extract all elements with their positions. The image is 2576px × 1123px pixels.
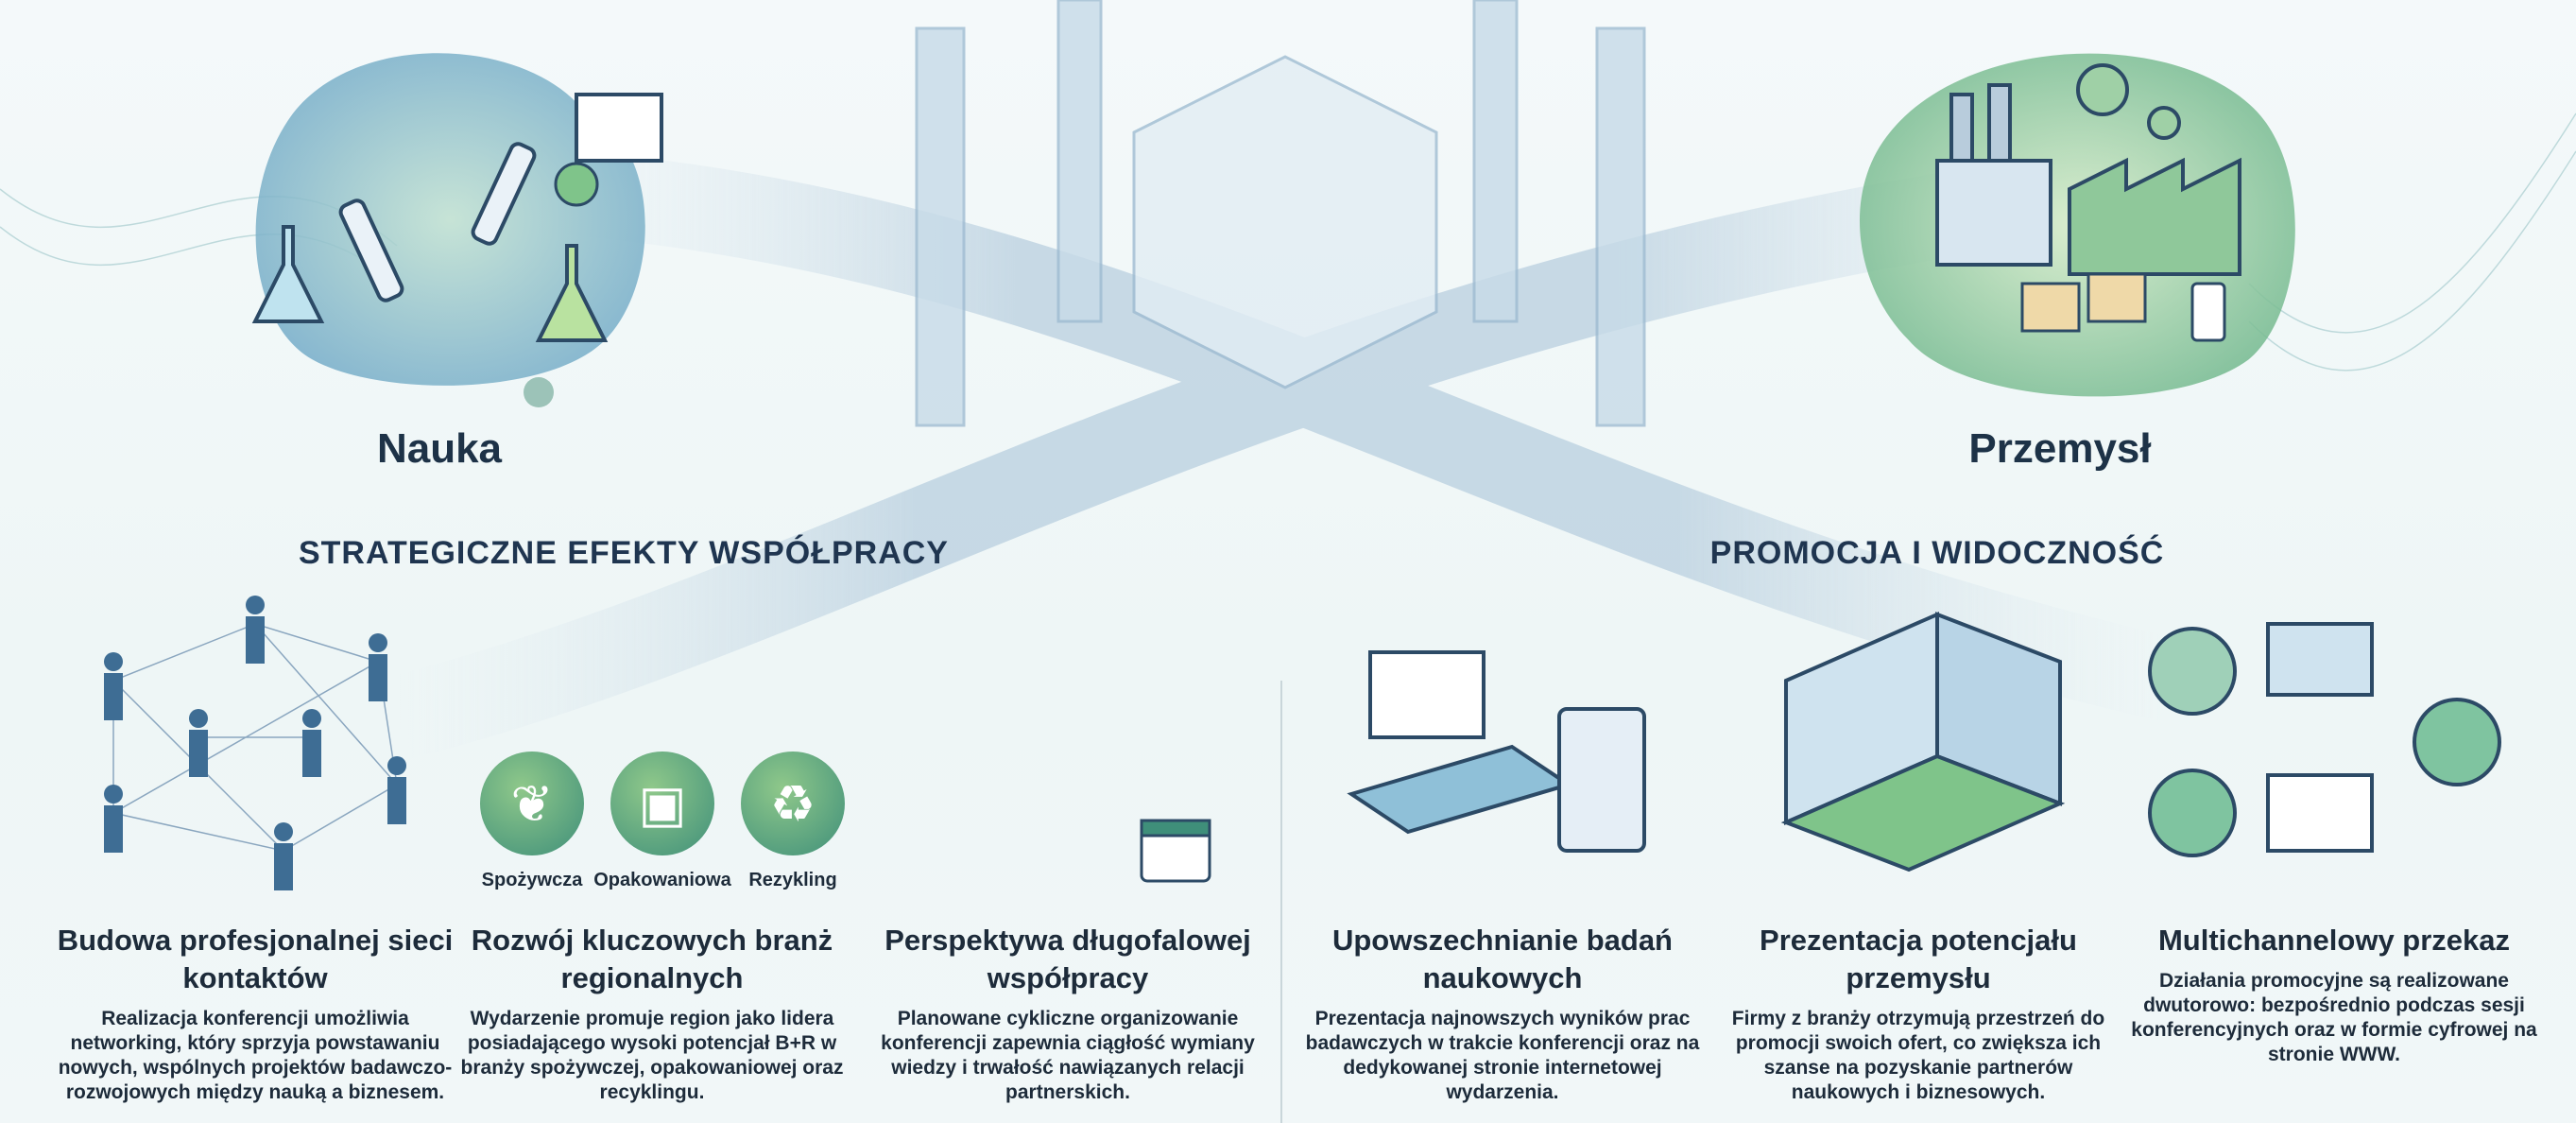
hub-label-nauka: Nauka — [376, 425, 503, 472]
industry-label: Rezykling — [748, 870, 837, 890]
benefit-text: Realizacja konferencji umożliwia network… — [58, 1008, 453, 1103]
science-blob-illustration — [251, 53, 663, 407]
benefit-industry-potential: Prezentacja potencjału przemysłu Firmy z… — [1710, 922, 2126, 1105]
benefit-title: Perspektywa długofalowej współpracy — [884, 924, 1251, 994]
industry-badge-food: ❦ — [480, 752, 584, 855]
benefit-text: Planowane cykliczne organizowanie konfer… — [881, 1008, 1255, 1103]
benefit-text: Prezentacja najnowszych wyników prac bad… — [1305, 1008, 1700, 1103]
network-people-illustration — [104, 596, 406, 890]
industry-badge-packaging: ▣ — [610, 752, 714, 855]
industry-showroom-illustration — [1780, 611, 2066, 872]
benefit-title: Multichannelowy przekaz — [2157, 924, 2511, 957]
benefit-regional-industries: Rozwój kluczowych branż regionalnych Wyd… — [444, 922, 860, 1105]
benefit-text: Firmy z branży otrzymują przestrzeń do p… — [1731, 1008, 2105, 1103]
section-heading-promotion: PROMOCJA I WIDOCZNOŚĆ — [1709, 535, 2165, 571]
industry-label: Spożywcza — [481, 870, 583, 890]
benefit-title: Rozwój kluczowych branż regionalnych — [471, 924, 833, 994]
benefit-long-term: Perspektywa długofalowej współpracy Plan… — [860, 922, 1276, 1105]
industry-label: Opakowaniowa — [593, 870, 731, 890]
section-divider — [1280, 681, 1282, 1123]
hub-label-przemysl: Przemysł — [1968, 425, 2152, 472]
industry-blob-illustration — [1859, 53, 2295, 397]
multichannel-icons — [2148, 622, 2501, 857]
sprout-icon: ❦ — [480, 752, 584, 855]
presentation-stage-illustration — [1347, 650, 1646, 853]
recycle-icon: ♻ — [741, 752, 845, 855]
calendar-icon — [1140, 819, 1211, 883]
benefit-research-dissemination: Upowszechnianie badań naukowych Prezenta… — [1295, 922, 1710, 1105]
benefit-text: Działania promocyjne są realizowane dwut… — [2131, 970, 2537, 1065]
benefit-title: Budowa profesjonalnej sieci kontaktów — [57, 924, 454, 994]
box-icon: ▣ — [610, 752, 714, 855]
section-heading-strategic: STRATEGICZNE EFEKTY WSPÓŁPRACY — [298, 535, 949, 571]
benefit-multichannel: Multichannelowy przekaz Działania promoc… — [2126, 922, 2542, 1067]
benefit-text: Wydarzenie promuje region jako lidera po… — [460, 1008, 844, 1103]
benefit-title: Prezentacja potencjału przemysłu — [1760, 924, 2077, 994]
bridge-towers — [915, 0, 1646, 427]
benefit-networking: Budowa profesjonalnej sieci kontaktów Re… — [47, 922, 463, 1105]
benefit-title: Upowszechnianie badań naukowych — [1331, 924, 1673, 994]
industry-badge-recycling: ♻ — [741, 752, 845, 855]
bridge-road — [386, 147, 2184, 760]
